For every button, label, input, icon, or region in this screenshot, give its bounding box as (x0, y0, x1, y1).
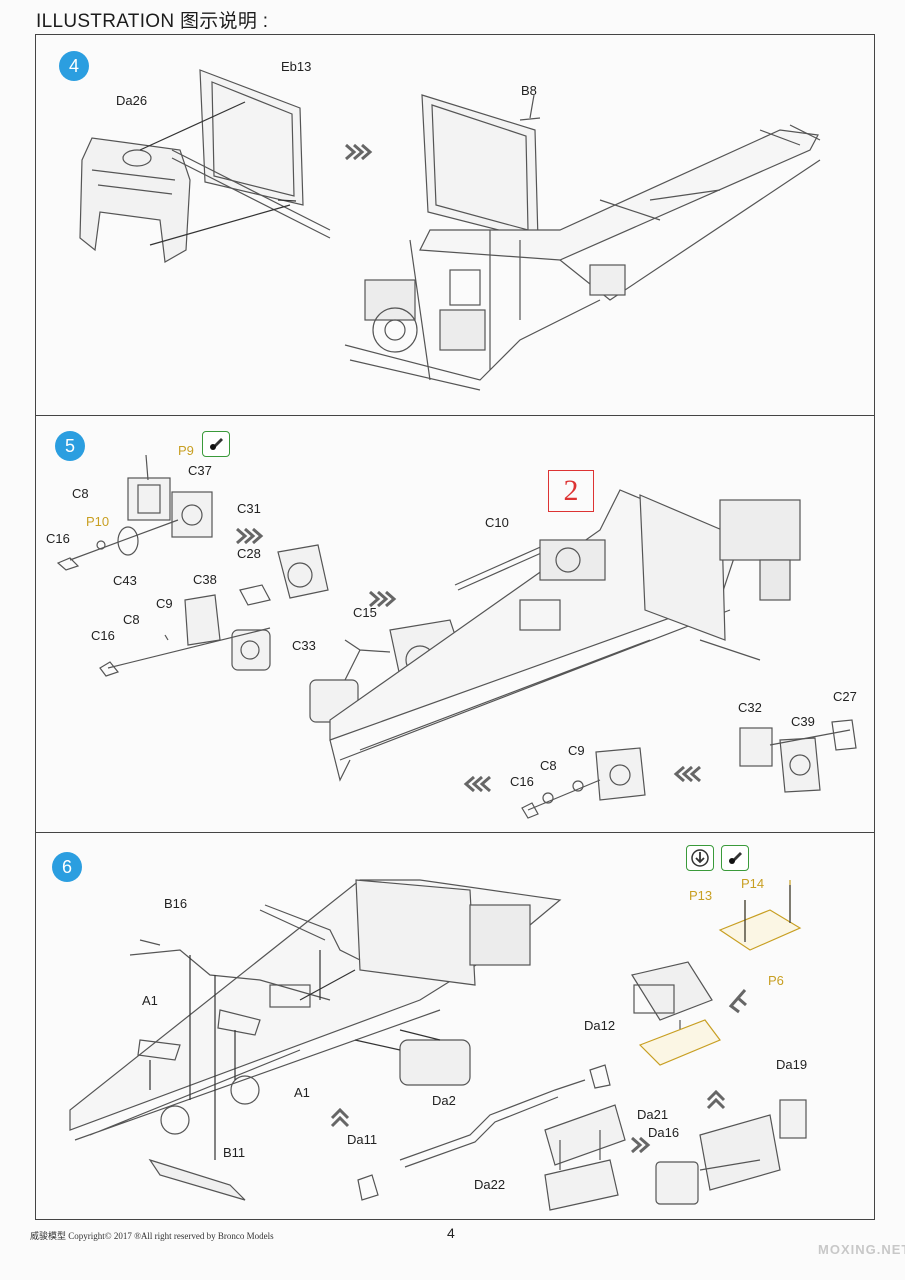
part-label-c8: C8 (72, 486, 89, 501)
step6-arrow (631, 1136, 651, 1154)
part-label-p14: P14 (741, 876, 765, 891)
part-label-c32: C32 (738, 700, 762, 715)
step6-arrow (728, 989, 747, 1014)
frame-part-eb13 (171, 69, 331, 239)
chassis-frame-step5 (329, 489, 801, 782)
part-label-c16: C16 (46, 531, 70, 546)
step-6-badge: 6 (52, 852, 82, 882)
part-label-da26: Da26 (116, 93, 148, 108)
part-label-c31: C31 (237, 501, 261, 516)
front-axle-parts (521, 747, 646, 819)
optional-part-icon (686, 845, 714, 871)
part-label-c43: C43 (113, 573, 137, 588)
part-label-c16: C16 (91, 628, 115, 643)
cab-part-da26 (79, 137, 191, 263)
paint-icon (202, 431, 230, 457)
part-label-b8: B8 (521, 83, 537, 98)
step-divider (35, 832, 875, 833)
part-label-p10: P10 (86, 514, 110, 529)
chassis-assembly-step4 (344, 94, 821, 391)
part-label-p13: P13 (689, 888, 713, 903)
transfer-case-parts-top (56, 454, 213, 571)
part-label-da21: Da21 (637, 1107, 669, 1122)
part-label-da19: Da19 (776, 1057, 808, 1072)
step4-arrow (345, 143, 373, 161)
part-label-b11: B11 (223, 1145, 246, 1160)
part-label-c37: C37 (188, 463, 212, 478)
step-4-badge: 4 (59, 51, 89, 81)
part-label-a1: A1 (294, 1085, 310, 1100)
instruction-sheet (35, 34, 875, 1220)
part-label-c9: C9 (568, 743, 585, 758)
driveshaft-c10 (454, 544, 549, 591)
part-label-p6: P6 (768, 973, 784, 988)
site-watermark: MOXING.NET (818, 1242, 905, 1257)
callout-subassembly-number: 2 (548, 470, 594, 512)
assembly-arrows-step6 (149, 950, 441, 1160)
part-label-p9: P9 (178, 443, 194, 458)
paint-icon (721, 845, 749, 871)
page-number: 4 (447, 1225, 455, 1241)
part-label-c15: C15 (353, 605, 377, 620)
tank-da16-da19 (655, 1099, 807, 1205)
step5-arrow (236, 527, 264, 545)
part-label-da12: Da12 (584, 1018, 616, 1033)
step-5-badge: 5 (55, 431, 85, 461)
chassis-frame-step6 (69, 879, 562, 1141)
part-label-c9: C9 (156, 596, 173, 611)
part-label-da16: Da16 (648, 1125, 680, 1140)
part-label-eb13: Eb13 (281, 59, 312, 74)
part-label-c27: C27 (833, 689, 857, 704)
part-label-c8: C8 (540, 758, 557, 773)
battery-tray-da21-da22 (544, 1104, 626, 1211)
step5-arrow (369, 590, 397, 608)
part-label-c38: C38 (193, 572, 217, 587)
bracket-da11 (357, 1174, 379, 1201)
part-label-c28: C28 (237, 546, 261, 561)
part-label-da11: Da11 (347, 1132, 378, 1147)
step5-arrow (463, 765, 701, 793)
part-label-c16: C16 (510, 774, 534, 789)
part-label-c8: C8 (123, 612, 140, 627)
part-label-c10: C10 (485, 515, 509, 530)
part-label-b16: B16 (164, 896, 188, 911)
rear-axle-parts (739, 719, 857, 793)
part-label-da22: Da22 (474, 1177, 506, 1192)
bracket-da12 (589, 1064, 611, 1089)
page-title: ILLUSTRATION 图示说明 : (36, 11, 269, 32)
part-label-c33: C33 (292, 638, 316, 653)
exhaust-pipe-da2 (399, 1079, 586, 1168)
part-label-da2: Da2 (432, 1093, 456, 1108)
transfer-case-parts-mid (99, 594, 271, 677)
mount-plates-a1 (137, 1009, 261, 1061)
fuel-tank-top (631, 961, 713, 1055)
part-label-a1: A1 (142, 993, 158, 1008)
up-arrow (330, 1089, 726, 1128)
transmission-c28 (239, 544, 329, 606)
copyright-notice: 威骏模型 Copyright© 2017 ®All right reserved… (30, 1231, 274, 1241)
leaf-spring-b11 (148, 1158, 246, 1201)
part-label-c39: C39 (791, 714, 815, 729)
step-divider (35, 415, 875, 416)
